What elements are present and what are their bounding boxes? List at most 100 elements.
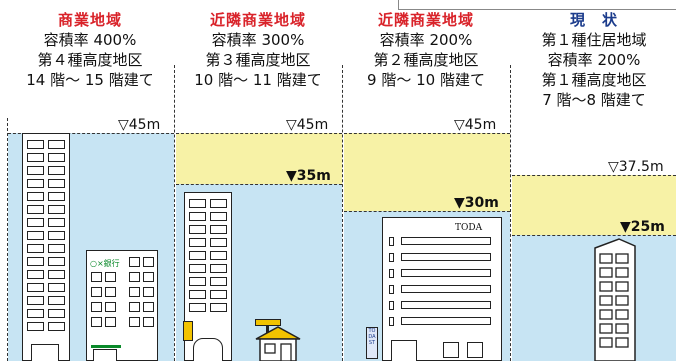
window: [264, 343, 276, 354]
window: [189, 199, 206, 208]
height-limit-label: ▽45m: [118, 117, 161, 133]
column-divider: [7, 118, 8, 361]
window: [48, 192, 65, 201]
window: [27, 257, 44, 266]
zone-title: 商業地域: [57, 11, 122, 29]
column-divider: [342, 65, 343, 361]
window: [189, 303, 206, 312]
window: [129, 272, 140, 282]
zone-info: 容積率 200%: [547, 51, 641, 69]
window: [27, 283, 44, 292]
window: [48, 309, 65, 318]
window: [27, 309, 44, 318]
window: [599, 295, 613, 306]
small-building-1: ○×銀行: [86, 250, 158, 361]
window: [615, 253, 629, 264]
window: [210, 212, 227, 221]
building-name: TODA: [455, 223, 483, 233]
window: [189, 290, 206, 299]
window: [599, 309, 613, 320]
limit-line: [512, 235, 676, 236]
window: [599, 281, 613, 292]
window: [27, 140, 44, 149]
window: [599, 323, 613, 334]
height-limit-label: ▽45m: [286, 117, 329, 133]
window: [48, 166, 65, 175]
window: [48, 296, 65, 305]
window: [105, 317, 116, 327]
window: [27, 244, 44, 253]
column-divider: [510, 65, 511, 361]
zone-info: 10 階〜 11 階建て: [194, 71, 322, 89]
limit-line: [512, 175, 676, 176]
window: [27, 192, 44, 201]
window: [27, 296, 44, 305]
window: [210, 290, 227, 299]
window: [210, 251, 227, 260]
window: [143, 287, 154, 297]
window: [401, 269, 491, 277]
window: [189, 277, 206, 286]
window: [27, 270, 44, 279]
window: [210, 225, 227, 234]
zone-info: 第１種高度地区: [541, 71, 647, 89]
window: [210, 303, 227, 312]
zone-info: 容積率 400%: [43, 31, 137, 49]
zone-title: 近隣商業地域: [209, 11, 306, 29]
window: [48, 218, 65, 227]
window: [401, 317, 491, 325]
window: [615, 281, 629, 292]
window: [615, 323, 629, 334]
window: [401, 237, 491, 245]
window: [48, 322, 65, 331]
window: [48, 244, 65, 253]
awning: [91, 345, 121, 348]
window: [48, 270, 65, 279]
window: [615, 337, 629, 348]
window: [389, 317, 394, 326]
window: [129, 257, 140, 267]
zone-info: 7 階〜8 階建て: [542, 91, 646, 109]
window: [91, 287, 102, 297]
column-header-3: 近隣商業地域 容積率 200% 第２種高度地区 9 階〜 10 階建て: [344, 10, 508, 90]
window: [615, 267, 629, 278]
limit-line: [176, 133, 342, 134]
window: [143, 302, 154, 312]
window: [189, 264, 206, 273]
height-limit-label: ▽45m: [454, 117, 497, 133]
window: [189, 238, 206, 247]
window: [27, 153, 44, 162]
column-header-2: 近隣商業地域 容積率 300% 第３種高度地区 10 階〜 11 階建て: [176, 10, 340, 90]
window: [467, 342, 483, 358]
window: [27, 322, 44, 331]
window: [48, 231, 65, 240]
height-band-4: [512, 175, 676, 235]
window: [615, 309, 629, 320]
limit-line: [176, 184, 342, 185]
height-limit-label: ▽37.5m: [608, 159, 664, 175]
window: [599, 267, 613, 278]
window: [48, 205, 65, 214]
window: [189, 225, 206, 234]
tall-building-1: [22, 133, 70, 361]
entrance: [391, 340, 417, 361]
window: [48, 257, 65, 266]
window: [210, 277, 227, 286]
window: [129, 302, 140, 312]
window: [48, 283, 65, 292]
window: [189, 212, 206, 221]
window: [389, 237, 394, 246]
window: [105, 287, 116, 297]
window: [143, 317, 154, 327]
height-limit-label: ▼25m: [620, 219, 665, 235]
office-building-3: TODA: [382, 217, 502, 361]
window: [91, 272, 102, 282]
door: [280, 343, 292, 361]
height-band-2: [176, 133, 342, 184]
signpost-pole: [266, 325, 269, 335]
column-header-1: 商業地域 容積率 400% 第４種高度地区 14 階〜 15 階建て: [8, 10, 172, 90]
window: [105, 272, 116, 282]
entrance: [193, 338, 223, 361]
window: [27, 166, 44, 175]
window: [129, 287, 140, 297]
